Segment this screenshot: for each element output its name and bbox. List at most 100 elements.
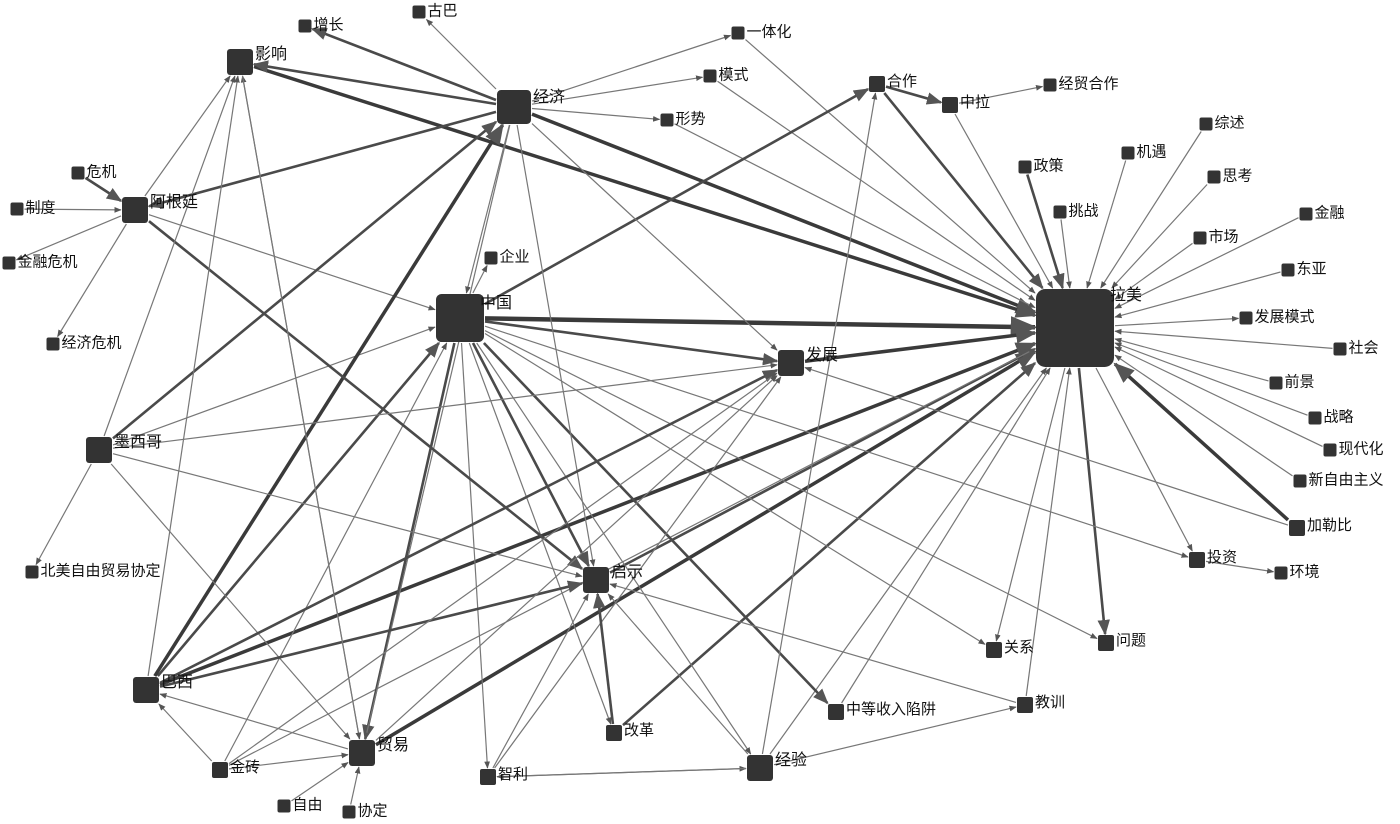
- node-box-qishi[interactable]: [583, 567, 609, 593]
- node-box-zongshu[interactable]: [1199, 117, 1213, 131]
- node-box-yingxiang[interactable]: [227, 49, 253, 75]
- node-shehui[interactable]: 社会: [1333, 339, 1379, 357]
- node-qiye[interactable]: 企业: [484, 248, 530, 266]
- node-fazhan[interactable]: 发展: [778, 345, 838, 376]
- node-guanxi[interactable]: 关系: [986, 638, 1034, 658]
- node-box-jiyu[interactable]: [1121, 146, 1135, 160]
- node-touzi[interactable]: 投资: [1189, 548, 1237, 568]
- node-wenti[interactable]: 问题: [1098, 631, 1146, 651]
- node-qianjing[interactable]: 前景: [1269, 373, 1315, 391]
- node-box-touzi[interactable]: [1189, 552, 1205, 568]
- node-box-xiandaihua[interactable]: [1323, 443, 1337, 457]
- node-box-jingmao[interactable]: [1043, 78, 1057, 92]
- node-box-jinrong[interactable]: [1299, 207, 1313, 221]
- node-box-zhongguo[interactable]: [436, 294, 484, 342]
- node-gaige[interactable]: 改革: [606, 721, 654, 741]
- node-zhanlue[interactable]: 战略: [1308, 408, 1354, 426]
- node-zhongdeng[interactable]: 中等收入陷阱: [828, 700, 936, 720]
- node-zhengce[interactable]: 政策: [1018, 157, 1064, 175]
- node-box-moshi[interactable]: [703, 69, 717, 83]
- node-box-zhengce[interactable]: [1018, 160, 1032, 174]
- node-qishi[interactable]: 启示: [583, 562, 643, 593]
- node-box-zhongdeng[interactable]: [828, 704, 844, 720]
- node-box-dongya[interactable]: [1281, 263, 1295, 277]
- node-jinzhuan[interactable]: 金砖: [212, 758, 260, 778]
- node-jingyan[interactable]: 经验: [747, 750, 807, 781]
- node-box-wenti[interactable]: [1098, 635, 1114, 651]
- node-jinrong[interactable]: 金融: [1299, 204, 1345, 222]
- node-jingji[interactable]: 经济: [497, 87, 565, 124]
- node-box-fazhanmoshi[interactable]: [1239, 311, 1253, 325]
- node-xiandaihua[interactable]: 现代化: [1323, 440, 1384, 458]
- node-box-hezuo[interactable]: [869, 76, 885, 92]
- node-yitihua[interactable]: 一体化: [731, 23, 792, 41]
- node-jiaoxun[interactable]: 教训: [1017, 693, 1065, 713]
- node-box-lamei[interactable]: [1036, 289, 1114, 367]
- node-box-gaige[interactable]: [606, 725, 622, 741]
- node-xieding[interactable]: 协定: [342, 802, 388, 820]
- node-box-fazhan[interactable]: [778, 350, 804, 376]
- node-box-guba[interactable]: [412, 5, 426, 19]
- node-box-xingshi[interactable]: [660, 113, 674, 127]
- node-box-zengzhang[interactable]: [298, 19, 312, 33]
- node-box-qiye[interactable]: [484, 251, 498, 265]
- node-box-huanjing[interactable]: [1274, 566, 1288, 580]
- node-lamei[interactable]: 拉美: [1036, 285, 1142, 367]
- node-box-ziyou[interactable]: [277, 799, 291, 813]
- node-box-zhili[interactable]: [480, 769, 496, 785]
- node-xinziyou[interactable]: 新自由主义: [1293, 471, 1384, 489]
- node-sikao[interactable]: 思考: [1207, 167, 1253, 185]
- node-box-jiaoxun[interactable]: [1017, 697, 1033, 713]
- node-maoyi[interactable]: 贸易: [349, 735, 409, 766]
- node-box-xieding[interactable]: [342, 805, 356, 819]
- node-beimei[interactable]: 北美自由贸易协定: [25, 562, 161, 580]
- node-box-jialebi[interactable]: [1289, 520, 1305, 536]
- node-box-moxige[interactable]: [86, 437, 112, 463]
- node-box-qianjing[interactable]: [1269, 376, 1283, 390]
- node-box-maoyi[interactable]: [349, 740, 375, 766]
- node-tiaozhan[interactable]: 挑战: [1053, 202, 1099, 220]
- node-box-jingyan[interactable]: [747, 755, 773, 781]
- node-baxi[interactable]: 巴西: [133, 672, 193, 703]
- node-zhongguo[interactable]: 中国: [436, 293, 512, 342]
- node-agenting[interactable]: 阿根廷: [122, 192, 198, 223]
- node-zengzhang[interactable]: 增长: [298, 16, 344, 34]
- node-box-jingjiweiji[interactable]: [46, 337, 60, 351]
- node-box-agenting[interactable]: [122, 197, 148, 223]
- node-yingxiang[interactable]: 影响: [227, 44, 287, 75]
- node-jialebi[interactable]: 加勒比: [1289, 516, 1352, 536]
- node-dongya[interactable]: 东亚: [1281, 260, 1327, 278]
- node-box-zhidu[interactable]: [10, 202, 24, 216]
- node-box-tiaozhan[interactable]: [1053, 205, 1067, 219]
- node-moshi[interactable]: 模式: [703, 66, 749, 84]
- node-box-beimei[interactable]: [25, 565, 39, 579]
- node-jingmao[interactable]: 经贸合作: [1043, 75, 1119, 93]
- node-shichang[interactable]: 市场: [1193, 228, 1239, 246]
- node-hezuo[interactable]: 合作: [869, 72, 917, 92]
- node-guba[interactable]: 古巴: [412, 2, 458, 20]
- node-huanjing[interactable]: 环境: [1274, 563, 1320, 581]
- node-box-zhongla[interactable]: [942, 97, 958, 113]
- node-box-sikao[interactable]: [1207, 170, 1221, 184]
- node-jinrongweiji[interactable]: 金融危机: [2, 253, 78, 271]
- node-zongshu[interactable]: 综述: [1199, 114, 1245, 132]
- node-box-jingji[interactable]: [497, 90, 531, 124]
- node-weiji[interactable]: 危机: [71, 163, 117, 181]
- node-box-jinrongweiji[interactable]: [2, 256, 16, 270]
- node-ziyou[interactable]: 自由: [277, 796, 323, 814]
- node-zhili[interactable]: 智利: [480, 765, 528, 785]
- node-zhongla[interactable]: 中拉: [942, 93, 990, 113]
- node-zhidu[interactable]: 制度: [10, 199, 56, 217]
- node-jingjiweiji[interactable]: 经济危机: [46, 334, 122, 352]
- node-fazhanmoshi[interactable]: 发展模式: [1239, 308, 1315, 326]
- node-box-shehui[interactable]: [1333, 342, 1347, 356]
- node-box-jinzhuan[interactable]: [212, 762, 228, 778]
- node-box-weiji[interactable]: [71, 166, 85, 180]
- node-box-zhanlue[interactable]: [1308, 411, 1322, 425]
- node-moxige[interactable]: 墨西哥: [86, 432, 162, 463]
- node-box-baxi[interactable]: [133, 677, 159, 703]
- node-xingshi[interactable]: 形势: [660, 110, 706, 128]
- node-box-shichang[interactable]: [1193, 231, 1207, 245]
- node-box-xinziyou[interactable]: [1293, 474, 1307, 488]
- node-box-guanxi[interactable]: [986, 642, 1002, 658]
